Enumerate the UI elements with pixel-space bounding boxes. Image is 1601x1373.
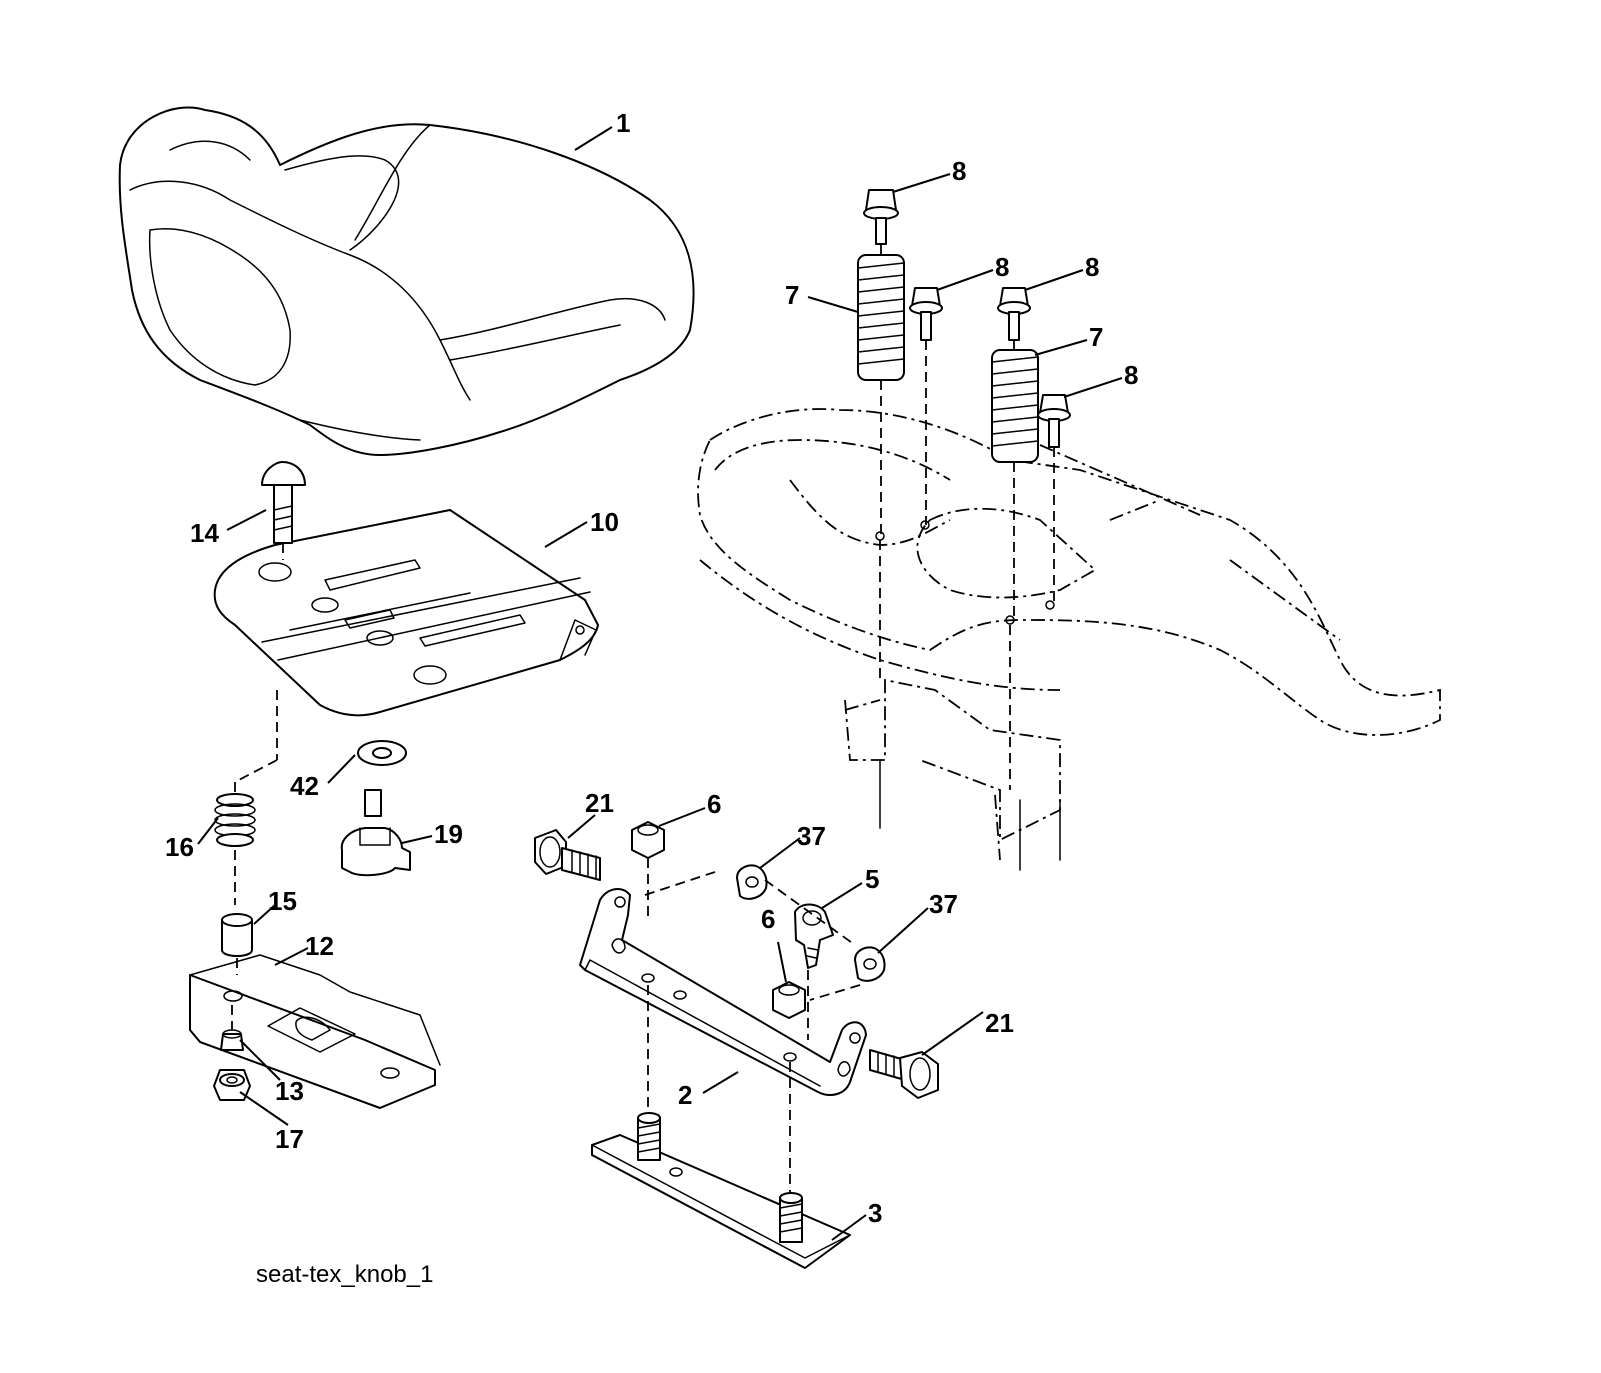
- callout-19: 19: [434, 819, 463, 849]
- callout-1: 1: [616, 108, 630, 138]
- callout-2: 2: [678, 1080, 692, 1110]
- frame-phantom: [697, 408, 1441, 871]
- spring-part-16: [214, 690, 278, 905]
- callout-6-a: 6: [707, 789, 721, 819]
- stud-right: [779, 1192, 803, 1243]
- spring-part-7-left: [857, 254, 905, 381]
- callout-13: 13: [275, 1076, 304, 1106]
- callout-17: 17: [275, 1124, 304, 1154]
- carriage-bolt-part-14: [261, 461, 306, 560]
- callout-15: 15: [268, 886, 297, 916]
- callout-42: 42: [290, 771, 319, 801]
- bolt-part-21-left: [534, 829, 601, 881]
- nut-part-13: [220, 1005, 244, 1051]
- knob-part-19: [340, 789, 411, 877]
- nut-part-6-lower: [772, 981, 806, 1019]
- callout-8-a: 8: [952, 156, 966, 186]
- leader-lines: [197, 126, 1123, 1241]
- clip-part-5: [794, 903, 834, 969]
- nut-part-37-a: [736, 864, 768, 900]
- callout-7-a: 7: [785, 280, 799, 310]
- bolt-part-8-b: [909, 287, 943, 341]
- callout-6-b: 6: [761, 904, 775, 934]
- callout-8-b: 8: [995, 252, 1009, 282]
- callout-7-b: 7: [1089, 322, 1103, 352]
- callout-12: 12: [305, 931, 334, 961]
- callout-10: 10: [590, 507, 619, 537]
- callout-14: 14: [190, 518, 219, 548]
- bolt-part-8-a: [863, 189, 899, 245]
- seat-part-1: [118, 106, 695, 456]
- washer-part-42: [357, 740, 407, 766]
- bolt-part-8-d: [1037, 394, 1071, 448]
- callout-5: 5: [865, 864, 879, 894]
- stud-left: [637, 1112, 661, 1161]
- diagram-caption: seat-tex_knob_1: [256, 1261, 433, 1288]
- nut-part-37-b: [854, 946, 886, 982]
- callout-21-b: 21: [985, 1008, 1014, 1038]
- callout-16: 16: [165, 832, 194, 862]
- callout-3: 3: [868, 1198, 882, 1228]
- spring-part-7-right: [991, 349, 1039, 463]
- bolt-part-21-right: [869, 1049, 939, 1099]
- spacer-part-15: [221, 913, 253, 975]
- callout-labels: 1 8 8 8 7 7 8 14 10 42 19 16 21 6 37 5 3…: [165, 108, 1138, 1228]
- bolt-part-8-c: [997, 287, 1031, 341]
- callout-8-d: 8: [1124, 360, 1138, 390]
- seat-pan-part-10: [213, 509, 599, 717]
- callout-37-a: 37: [797, 821, 826, 851]
- base-plate-part-3: [591, 985, 851, 1269]
- callout-21-a: 21: [585, 788, 614, 818]
- bracket-part-2: [579, 871, 867, 1096]
- callout-37-b: 37: [929, 889, 958, 919]
- callout-8-c: 8: [1085, 252, 1099, 282]
- nut-part-6-top: [631, 821, 665, 920]
- slide-plate-part-12: [189, 954, 441, 1109]
- bolt-axis-lines: [879, 244, 1055, 790]
